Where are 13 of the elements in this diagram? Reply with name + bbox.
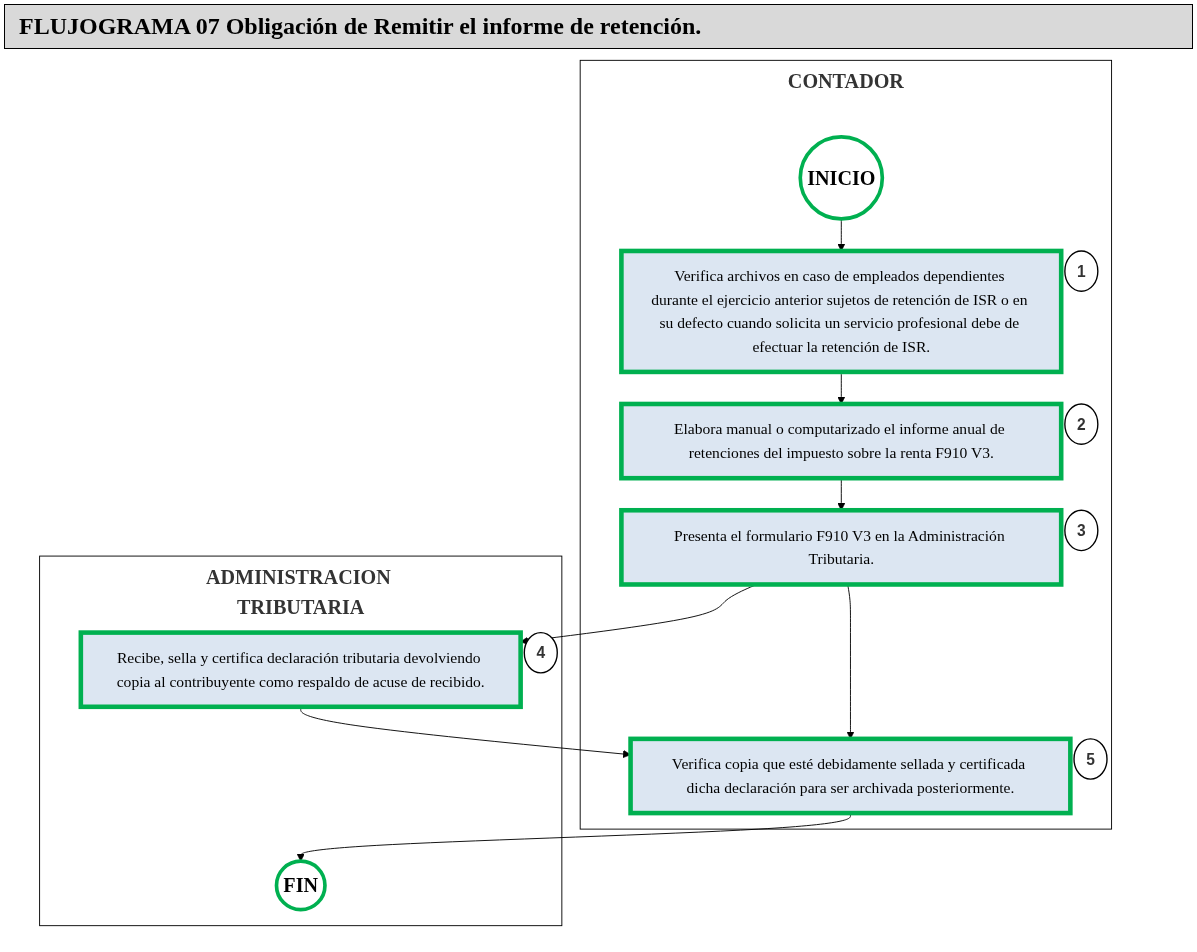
step-number: 4 [536,644,546,662]
step-number: 2 [1077,415,1086,433]
diagram-title: FLUJOGRAMA 07 Obligación de Remitir el informe de retención. [4,4,1193,49]
node-box: Verifica copia que esté debidamente sellada y certificada dicha declaración para ser archivada posteriormente. [628,736,1073,816]
node-circle: FIN [274,859,327,912]
node-box: Elabora manual o computarizado el informe anual de retenciones del impuesto sobre la renta F910 V3. [619,401,1064,481]
node-box: Recibe, sella y certifica declaración tributaria devolviendo copia al contribuyente como respaldo de acuse de recibido. [78,630,523,710]
step-number: 1 [1077,262,1086,280]
node-box: Verifica archivos en caso de empleados dependientes durante el ejercicio anterior sujetos de retención de ISR o en su defecto cuando solicita un servicio profesional debe de efectuar la retención de ISR. [619,248,1064,375]
node-circle: INICIO [798,135,885,221]
step-number: 3 [1077,521,1086,539]
node-box: Presenta el formulario F910 V3 en la Administración Tributaria. [619,507,1064,587]
step-number: 5 [1086,750,1095,768]
